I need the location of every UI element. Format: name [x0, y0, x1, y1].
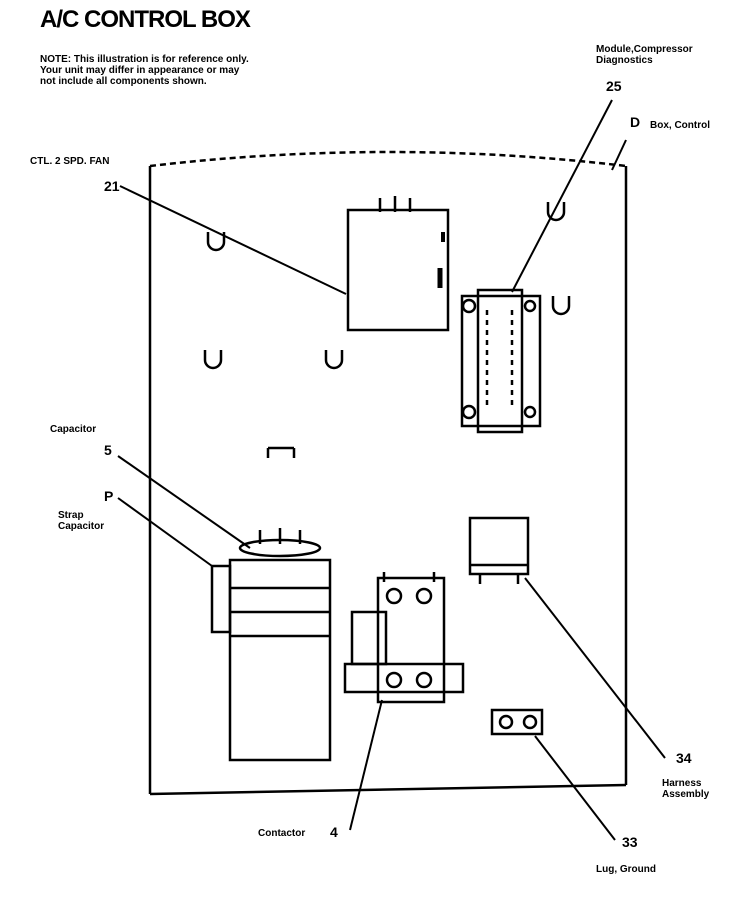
diagram-title: A/C CONTROL BOX: [40, 6, 251, 33]
harness-assembly-label-line1: Harness: [662, 778, 702, 789]
strap-capacitor-label: Strap Capacitor: [58, 510, 104, 532]
harness-assembly-label-line2: Assembly: [662, 789, 710, 800]
callout-number-4: 4: [330, 824, 338, 840]
callout-number-21: 21: [104, 178, 120, 194]
fan-control-board: [346, 196, 450, 332]
harness-assembly-label: Harness Assembly: [662, 778, 709, 800]
lug-ground-label: Lug, Ground: [596, 864, 656, 875]
callout-number-d: D: [630, 114, 641, 130]
module-compressor-diagnostics-label-line2: Diagnostics: [596, 55, 653, 66]
capacitor-strap: [210, 564, 232, 634]
note-text: NOTE: This illustration is for reference…: [40, 54, 249, 87]
ctl-2-spd-fan-label: CTL. 2 SPD. FAN: [30, 156, 110, 167]
mounting-clips: [203, 202, 571, 458]
callout-number-34: 34: [676, 750, 692, 766]
harness-connector: [468, 516, 530, 584]
callout-number-33: 33: [622, 834, 638, 850]
control-box-panel: [148, 150, 628, 796]
capacitor: [228, 528, 332, 762]
ground-lug: [490, 708, 544, 736]
callout-number-25: 25: [606, 78, 622, 94]
leader-lines: [117, 99, 666, 841]
module-compressor-diagnostics-label: Module,Compressor Diagnostics: [596, 44, 693, 66]
callout-number-p: P: [104, 488, 114, 504]
diagnostics-module: [460, 288, 542, 434]
strap-capacitor-label-line1: Strap: [58, 510, 84, 521]
contactor: [343, 572, 465, 704]
contactor-label: Contactor: [258, 828, 306, 839]
strap-capacitor-label-line2: Capacitor: [58, 521, 105, 532]
capacitor-label: Capacitor: [50, 424, 97, 435]
box-control-label: Box, Control: [650, 120, 710, 131]
module-compressor-diagnostics-label-line1: Module,Compressor: [596, 44, 693, 55]
callout-number-5: 5: [104, 442, 112, 458]
